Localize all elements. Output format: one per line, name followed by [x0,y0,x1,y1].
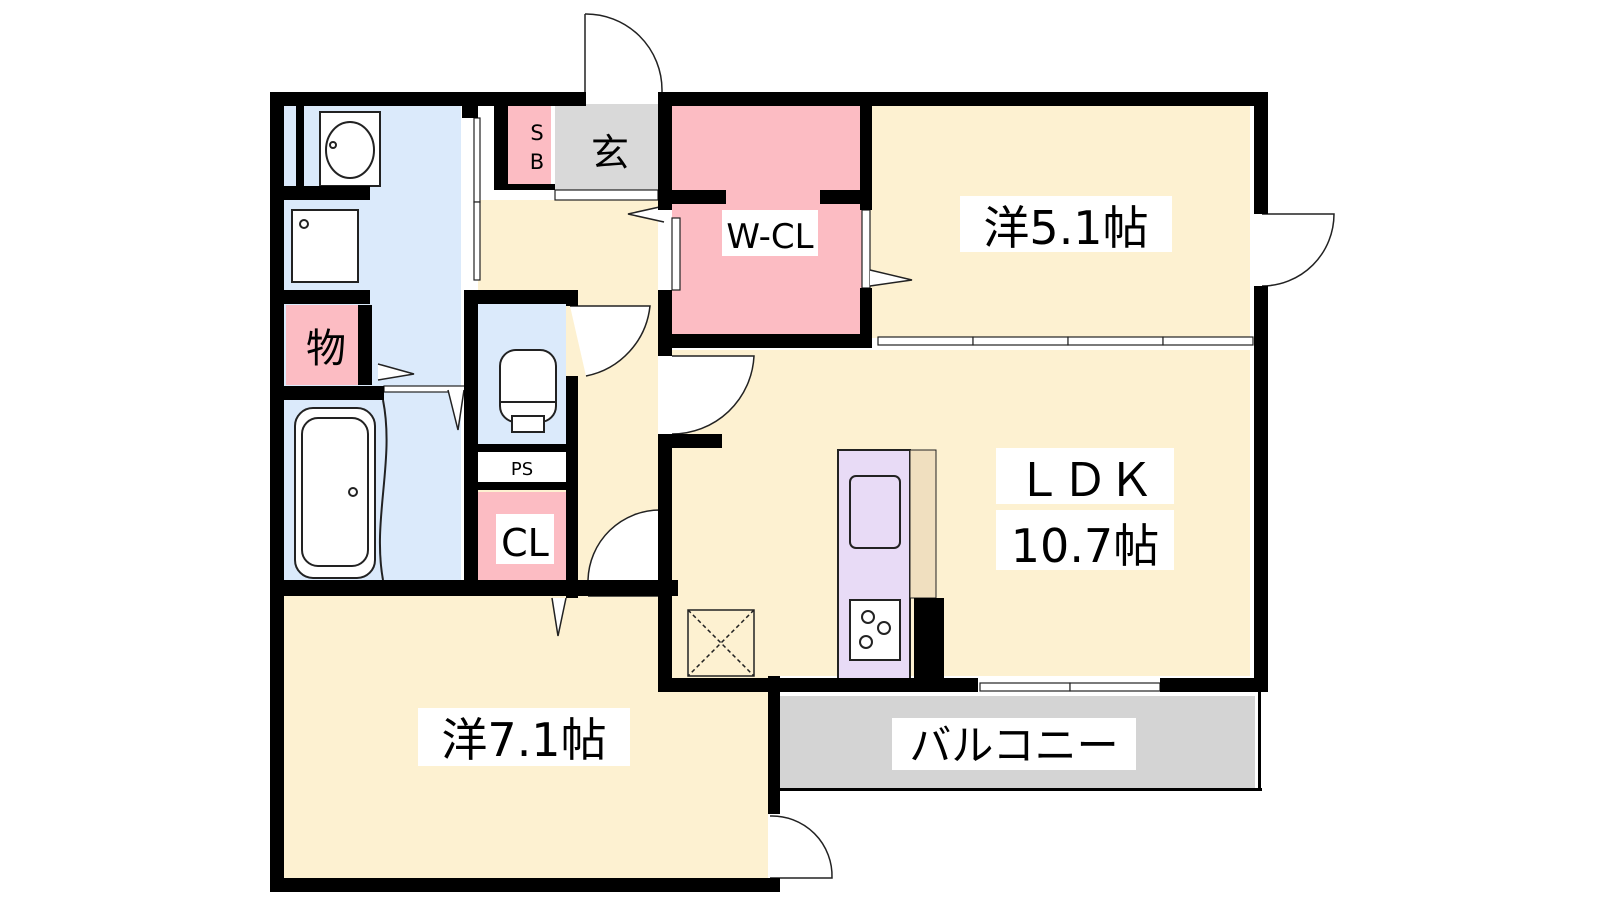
sliding-doors [383,117,1254,692]
storage-fill [286,305,358,385]
bathtub [294,399,388,581]
shoe-box-label-s: S [530,121,543,145]
pipe-space-fill [478,452,566,482]
closet-label: CL [501,521,549,565]
shoe-box-label-b: B [530,150,544,174]
western-room-7-label: 洋7.1帖 [441,713,606,767]
wash-basin [319,111,381,187]
pipe-space-label: PS [511,459,533,480]
storage-label: 物 [306,326,346,372]
door-swings [570,13,1335,879]
entrance-label: 玄 [591,131,629,175]
toilet-fixture [499,349,557,433]
ldk-label-line2: 10.7帖 [1011,519,1159,573]
floor-storage-hatch [687,609,755,677]
entrance-fill [555,104,658,190]
walk-in-closet-label: W-CL [726,217,813,257]
walls [270,92,1268,892]
ldk-label-line1: ＬＤＫ [1016,453,1154,507]
door-direction-arrows [377,205,913,637]
washing-machine-space [291,209,359,283]
western-room-5-label: 洋5.1帖 [983,201,1148,255]
balcony-label: バルコニー [909,721,1118,770]
kitchen-counter [837,449,937,681]
